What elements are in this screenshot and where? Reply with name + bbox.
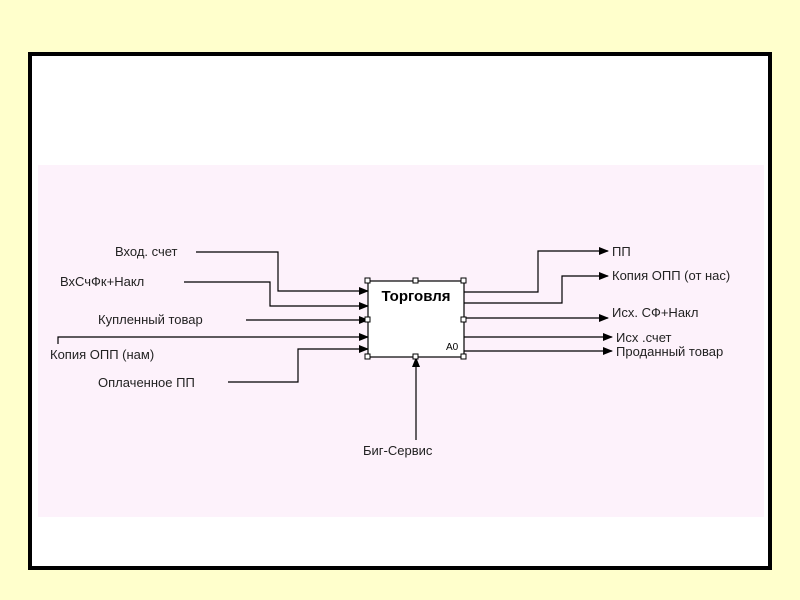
output-label: Копия ОПП (от нас) xyxy=(612,268,730,283)
output-label: Исх .счет xyxy=(616,330,671,345)
mechanism-label: Биг-Сервис xyxy=(363,443,433,458)
input-label: ВхСчФк+Накл xyxy=(60,274,144,289)
output-label: Проданный товар xyxy=(616,344,723,359)
input-arrow-incoming-sf-waybill xyxy=(184,281,369,310)
activity-box-number: A0 xyxy=(446,342,459,353)
activity-box-title: Торговля xyxy=(381,288,450,305)
input-label: Вход. счет xyxy=(115,244,178,259)
input-label: Копия ОПП (нам) xyxy=(50,347,154,362)
input-label: Оплаченное ПП xyxy=(98,375,195,390)
input-labels: Вход. счет ВхСчФк+Накл Купленный товар К… xyxy=(50,244,203,390)
input-arrow-opp-copy-to-us xyxy=(57,333,369,344)
input-arrows xyxy=(57,251,369,383)
output-arrows xyxy=(464,247,613,355)
input-arrow-incoming-invoice xyxy=(196,251,369,295)
output-labels: ПП Копия ОПП (от нас) Исх. СФ+Накл Исх .… xyxy=(612,244,730,359)
output-arrow-pp xyxy=(464,247,609,293)
output-label: ПП xyxy=(612,244,631,259)
activity-box[interactable]: Торговля A0 xyxy=(364,277,467,360)
box-handles xyxy=(364,277,467,360)
input-arrow-paid-pp xyxy=(228,345,369,383)
output-arrow-opp-copy-from-us xyxy=(464,272,609,304)
output-label: Исх. СФ+Накл xyxy=(612,305,698,320)
input-label: Купленный товар xyxy=(98,312,203,327)
